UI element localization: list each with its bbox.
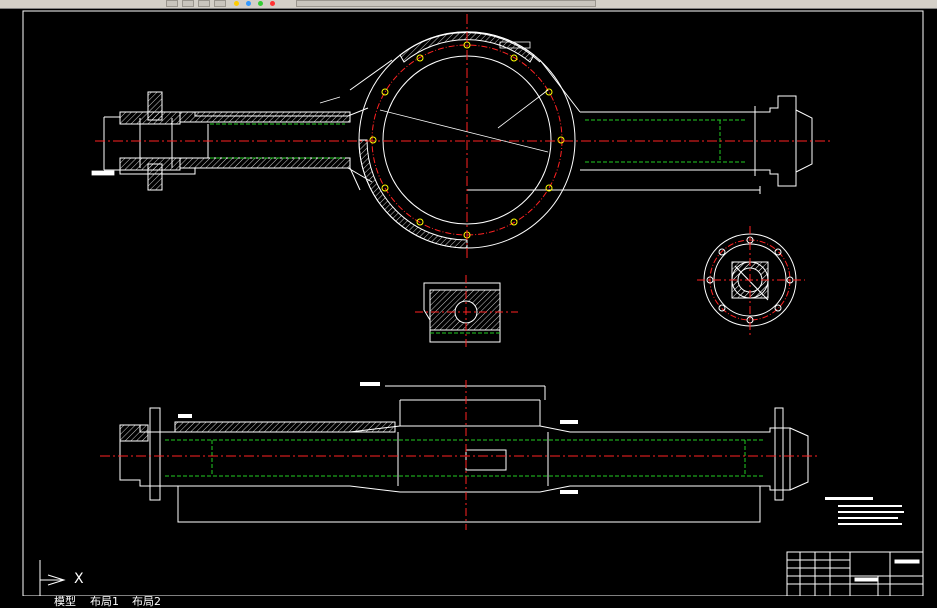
tab-layout1[interactable]: 布局1 <box>90 595 119 608</box>
tab-layout2[interactable]: 布局2 <box>132 595 161 608</box>
layout-tabs: 模型 布局1 布局2 <box>0 595 937 608</box>
centerlines-top <box>95 14 830 260</box>
toolbar <box>0 0 937 9</box>
properties-icon[interactable] <box>182 0 194 7</box>
leader-lines-top <box>91 41 549 176</box>
indicator-icon[interactable] <box>234 1 239 6</box>
tab-model[interactable]: 模型 <box>54 595 76 608</box>
color-icon[interactable] <box>198 0 210 7</box>
centerlines-flange <box>697 226 805 335</box>
title-block <box>786 551 924 597</box>
indicator-icon[interactable] <box>270 1 275 6</box>
axle-housing-top-view <box>103 31 813 249</box>
indicator-icon[interactable] <box>246 1 251 6</box>
ucs-x-label: X <box>74 571 84 587</box>
ucs-icon <box>39 560 66 596</box>
hidden-lines-front <box>165 439 765 477</box>
lineweight-dropdown[interactable] <box>296 0 596 7</box>
layer-icon[interactable] <box>166 0 178 7</box>
drawing-canvas[interactable] <box>0 9 937 605</box>
centerlines-section <box>415 275 518 348</box>
linetype-icon[interactable] <box>214 0 226 7</box>
technical-notes <box>825 497 904 525</box>
indicator-icon[interactable] <box>258 1 263 6</box>
bolt-holes <box>369 41 565 239</box>
annotation-boxes-front <box>178 382 578 494</box>
axle-housing-front-view <box>119 385 809 523</box>
